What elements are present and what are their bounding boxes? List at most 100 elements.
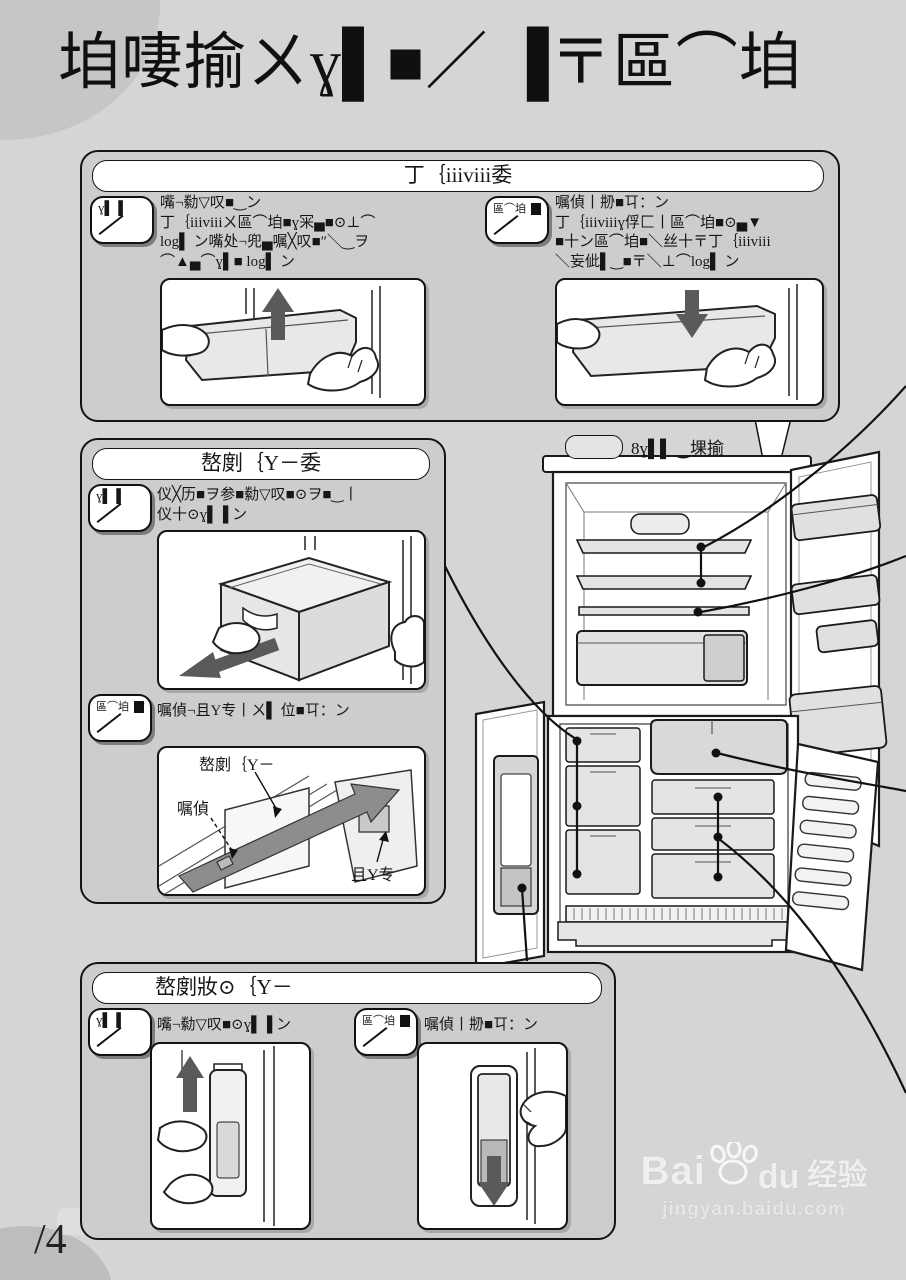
down-arrow-icon — [478, 1156, 510, 1206]
block-glyph — [134, 701, 144, 713]
pull-arrow-shaft — [208, 637, 280, 675]
up-arrow-icon — [176, 1056, 204, 1112]
cover-remove-illustration — [150, 1042, 311, 1230]
section-cover: 嶅剫妝⊙｛Υ－ ɣ▌▐ 嘴¬勬▽叹■⊙ɣ▌▐ ン — [80, 962, 616, 1240]
callout-line-cover-section — [520, 887, 529, 962]
callout-dots — [517, 542, 723, 893]
instruction-line: ■十ン區⌒垍■＼丝十〒丁｛iiiviii — [555, 234, 771, 250]
block-glyph — [400, 1015, 410, 1027]
page-number: /4 — [34, 1217, 67, 1263]
fridge-shelf-1 — [575, 539, 753, 554]
hook-part — [216, 855, 234, 871]
instruction-line: 嘴¬勬▽叹■⊙ɣ▌▐ ン — [157, 1017, 292, 1033]
hand-right — [390, 615, 424, 668]
slash-mark — [362, 1026, 388, 1048]
remove-step-icon: ɣ▌▐ — [88, 1008, 152, 1056]
label-hook: 嘱偵 — [177, 800, 209, 818]
callout-line-icebin — [716, 751, 906, 793]
hand — [519, 1090, 566, 1148]
install-step-icon: 區⌒垍 — [485, 196, 549, 244]
section-door-bin-header: 丁｛iiiviii委 — [92, 160, 824, 192]
freezer-left-door — [474, 700, 546, 970]
baidu-watermark: Bai du 经验 jingyan.baidu.com — [608, 1141, 900, 1221]
cover-remove-text: 嘴¬勬▽叹■⊙ɣ▌▐ ン — [157, 1016, 291, 1036]
section-drawer-header: 嶅剫｛Υ－委 — [92, 448, 430, 480]
instruction-line: ＼妄佌▌‿■〒＼⊥⌒log▌ ン — [555, 253, 740, 270]
instruction-line: 嘱偵¬且Υ专丨ㄨ▌ 位■㔿：ン — [157, 703, 350, 719]
door-bin-remove-text: 嘴¬勬▽叹■‿ン 丁｛iiiviiiㄨ區⌒垍■ɣ冞▄■⊙⊥⌒ log▌ ン嘴处¬… — [160, 194, 375, 272]
baidu-paw-icon — [710, 1141, 758, 1184]
door-bin-3 — [815, 619, 880, 654]
install-step-icon: 區⌒垍 — [88, 694, 152, 742]
fridge-freezer — [546, 714, 800, 954]
remove-step-icon: ɣ▌▐ — [90, 196, 154, 244]
freezer-drawer-1 — [565, 727, 641, 763]
fridge-control-panel — [630, 513, 690, 535]
section-door-bin: 丁｛iiiviii委 ɣ▌▐ 嘴¬勬▽叹■‿ン 丁｛iiiviiiㄨ區⌒垍■ɣ冞… — [80, 150, 840, 422]
callout-line-shelves — [703, 385, 906, 548]
pull-arrow-head — [179, 652, 221, 678]
model-label-text: 8ɣ▌▌ ‿堁揄 — [631, 439, 725, 458]
slash-mark — [96, 502, 122, 524]
slash-mark — [96, 1026, 122, 1048]
rail-arrow — [178, 783, 401, 893]
instruction-line: 嘱偵丨刱■㔿：ン — [555, 195, 670, 211]
label-rail: 且Υ专 — [351, 866, 395, 884]
slash-mark — [493, 214, 519, 236]
freezer-drawer-2 — [565, 765, 641, 827]
section-cover-header: 嶅剫妝⊙｛Υ－ — [92, 972, 602, 1004]
block-glyph — [531, 203, 541, 215]
callout-line-small-drawers — [718, 838, 906, 1094]
freezer-right-door — [784, 742, 880, 972]
instruction-line: 嘴¬勬▽叹■‿ン — [160, 195, 262, 211]
slash-mark — [96, 712, 122, 734]
door-bin-install-illustration — [555, 278, 824, 406]
down-arrow-icon — [676, 290, 708, 338]
watermark-jingyan: 经验 — [807, 1158, 868, 1192]
hand-left — [557, 318, 601, 350]
remove-step-icon: ɣ▌▐ — [88, 484, 152, 532]
instruction-line: log▌ ン嘴处¬兜▄嘱╳叹■″＼‿ヲ — [160, 234, 370, 250]
watermark-url: jingyan.baidu.com — [662, 1199, 846, 1220]
section-drawer: 嶅剫｛Υ－委 ɣ▌▐ 仪╳历■ヲ参■勬▽叹■⊙ヲ■‿丨 仪十⊙ɣ▌▐ ン — [80, 438, 446, 904]
callout-line-drawer-section — [441, 559, 577, 740]
fridge-shelf-3 — [578, 606, 750, 616]
instruction-line: 丁｛iiiviiiㄨ區⌒垍■ɣ冞▄■⊙⊥⌒ — [160, 214, 376, 231]
hand-upper — [156, 1120, 208, 1153]
hand-left — [211, 622, 261, 655]
instruction-line: 嘱偵丨刱■㔿：ン — [424, 1017, 539, 1033]
slash-mark — [98, 214, 124, 236]
instruction-line: ⌒▲▄⌒ɣ▌■ log▌ ン — [160, 253, 295, 270]
door-bin-remove-illustration — [160, 278, 426, 406]
freezer-small-drawer-1 — [651, 779, 775, 815]
fridge-model-label: 8ɣ▌▌ ‿堁揄 — [565, 434, 724, 459]
fridge-base — [557, 921, 791, 947]
freezer-small-drawer-2 — [651, 817, 775, 851]
callout-lines — [441, 385, 906, 1094]
freezer-small-drawer-3 — [651, 853, 775, 899]
door-bin-install-text: 嘱偵丨刱■㔿：ン 丁｛iiiviiiɣ俘匚丨區⌒垍■⊙▄▼ ■十ン區⌒垍■＼丝十… — [555, 194, 771, 272]
instruction-line: 仪╳历■ヲ参■勬▽叹■⊙ヲ■‿丨 — [157, 487, 359, 503]
callout-line-shelf3 — [700, 554, 906, 614]
drawer-rail-illustration: 嶅剫｛Υ－ 嘱偵 且Υ专 — [157, 746, 426, 896]
vent-grille — [565, 905, 789, 923]
model-label-pill — [565, 434, 623, 459]
fridge-upper-cabinet — [542, 455, 812, 718]
ice-bin — [650, 719, 788, 775]
page-title: 垍啛揄ㄨɣ▌■／ ▐〒區⌒垍 — [58, 29, 802, 97]
watermark-du: du — [757, 1158, 800, 1196]
hand-right — [703, 343, 776, 388]
instruction-line: 丁｛iiiviiiɣ俘匚丨區⌒垍■⊙▄▼ — [555, 214, 763, 231]
label-part: 嶅剫｛Υ－ — [199, 756, 275, 774]
watermark-bai: Bai — [640, 1149, 706, 1193]
hand-lower — [162, 1173, 214, 1205]
drawer-remove-illustration — [157, 530, 426, 690]
drawer-remove-text: 仪╳历■ヲ参■勬▽叹■⊙ヲ■‿丨 仪十⊙ɣ▌▐ ン — [157, 486, 358, 525]
instruction-line: 仪十⊙ɣ▌▐ ン — [157, 506, 248, 523]
cover-install-illustration — [417, 1042, 568, 1230]
cover-install-text: 嘱偵丨刱■㔿：ン — [424, 1016, 538, 1036]
up-arrow-icon — [262, 288, 294, 340]
fridge-shelf-2 — [575, 575, 753, 590]
